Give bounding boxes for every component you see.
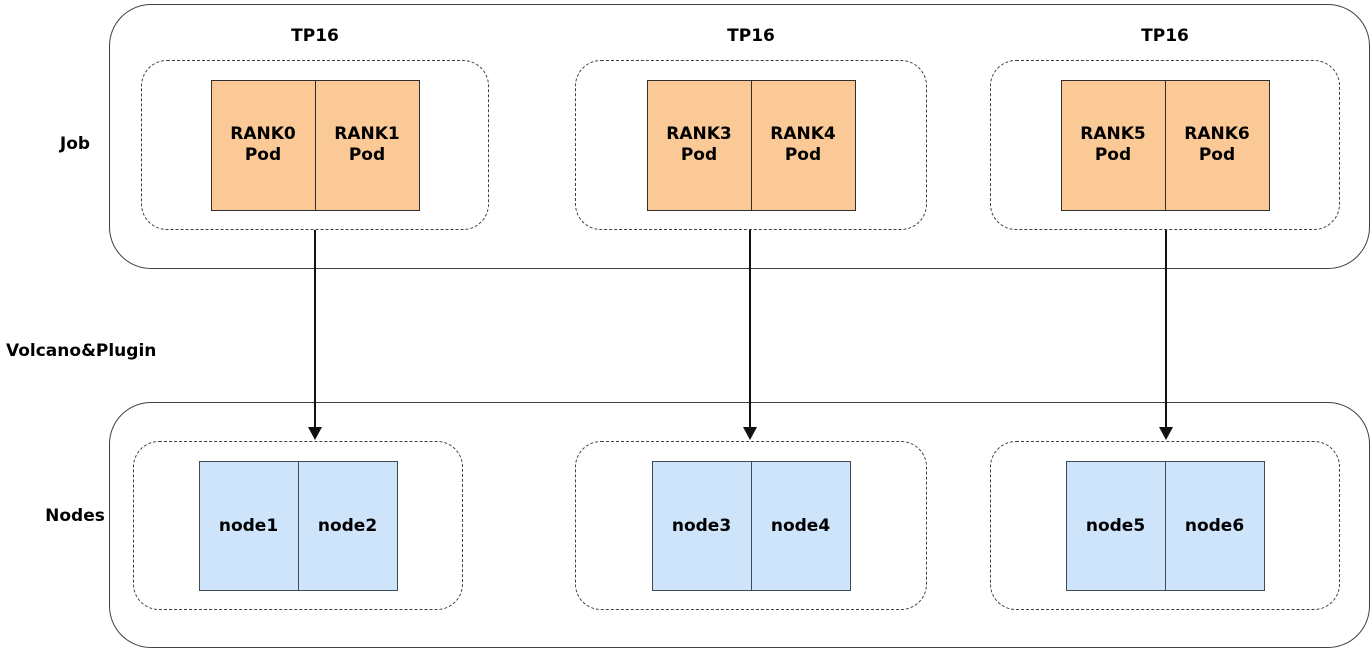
job-lane-label: Job	[59, 134, 91, 154]
pod-group-2: RANK3 Pod RANK4 Pod	[575, 60, 927, 230]
node-pair-2: node3 node4	[651, 460, 851, 591]
node-label: node3	[671, 515, 732, 536]
node-box-node3: node3	[651, 460, 752, 591]
arrow-head-icon	[1159, 427, 1173, 440]
pod-rank-label: RANK1	[334, 124, 400, 144]
pod-kind-label: Pod	[784, 145, 822, 165]
nodes-lane-label: Nodes	[45, 506, 105, 526]
arrow-pods-to-nodes-1	[308, 230, 322, 440]
arrow-head-icon	[308, 427, 322, 440]
pod-rank-label: RANK5	[1080, 124, 1146, 144]
tp-label-2: TP16	[727, 26, 775, 46]
pod-group-3: RANK5 Pod RANK6 Pod	[990, 60, 1340, 230]
arrow-head-icon	[743, 427, 757, 440]
node-label: node1	[218, 515, 279, 536]
nodes-container	[109, 402, 1370, 648]
node-pair-1: node1 node2	[198, 460, 398, 591]
node-box-node4: node4	[750, 460, 851, 591]
pod-pair-3: RANK5 Pod RANK6 Pod	[1060, 79, 1270, 211]
node-box-node1: node1	[198, 460, 299, 591]
pod-rank-label: RANK4	[770, 124, 836, 144]
node-group-3: node5 node6	[990, 441, 1340, 610]
pod-pair-1: RANK0 Pod RANK1 Pod	[210, 79, 420, 211]
pod-rank-label: RANK6	[1184, 124, 1250, 144]
pod-box-rank6: RANK6 Pod	[1164, 79, 1270, 211]
arrow-line	[749, 230, 751, 429]
arrow-pods-to-nodes-2	[743, 230, 757, 440]
node-label: node4	[770, 515, 831, 536]
pod-kind-label: Pod	[244, 145, 282, 165]
tp-label-1: TP16	[291, 26, 339, 46]
arrow-line	[1165, 230, 1167, 429]
node-label: node5	[1085, 515, 1146, 536]
job-container	[109, 4, 1370, 269]
pod-kind-label: Pod	[680, 145, 718, 165]
pod-box-rank5: RANK5 Pod	[1060, 79, 1166, 211]
volcano-plugin-lane-label: Volcano&Plugin	[6, 341, 157, 361]
arrow-pods-to-nodes-3	[1159, 230, 1173, 440]
node-label: node6	[1184, 515, 1245, 536]
pod-box-rank1: RANK1 Pod	[314, 79, 420, 211]
node-box-node2: node2	[297, 460, 398, 591]
pod-rank-label: RANK0	[230, 124, 296, 144]
tp-label-3: TP16	[1141, 26, 1189, 46]
node-group-1: node1 node2	[133, 441, 463, 610]
pod-box-rank0: RANK0 Pod	[210, 79, 316, 211]
node-label: node2	[317, 515, 378, 536]
pod-kind-label: Pod	[348, 145, 386, 165]
pod-box-rank3: RANK3 Pod	[646, 79, 752, 211]
node-pair-3: node5 node6	[1065, 460, 1265, 591]
node-group-2: node3 node4	[575, 441, 927, 610]
node-box-node6: node6	[1164, 460, 1265, 591]
pod-kind-label: Pod	[1094, 145, 1132, 165]
node-box-node5: node5	[1065, 460, 1166, 591]
pod-rank-label: RANK3	[666, 124, 732, 144]
pod-group-1: RANK0 Pod RANK1 Pod	[141, 60, 489, 230]
pod-box-rank4: RANK4 Pod	[750, 79, 856, 211]
arrow-line	[314, 230, 316, 429]
pod-kind-label: Pod	[1198, 145, 1236, 165]
pod-pair-2: RANK3 Pod RANK4 Pod	[646, 79, 856, 211]
